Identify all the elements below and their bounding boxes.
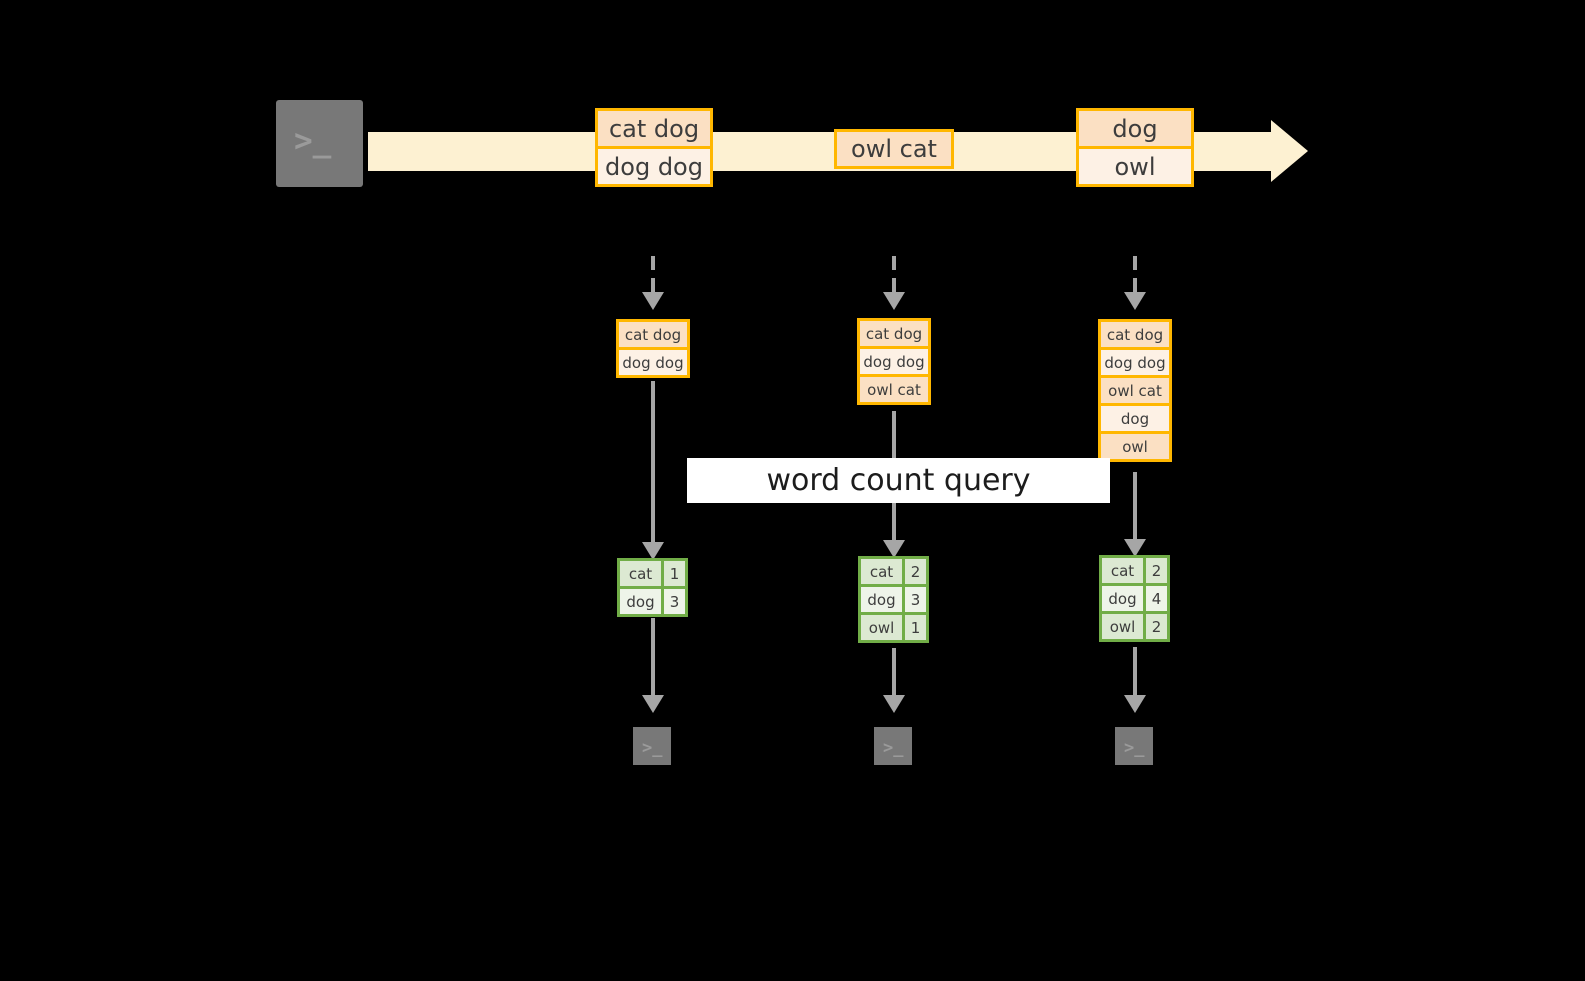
snapshot-event-row: dog dog <box>1098 347 1172 378</box>
terminal-prompt-glyph: >_ <box>1124 738 1145 758</box>
sink-connector-arrowhead <box>883 695 905 713</box>
stream-event-box: cat dog <box>595 108 713 149</box>
terminal-body <box>1115 727 1153 765</box>
sink-connector-line <box>892 648 896 700</box>
source-terminal-icon: >_ <box>267 91 372 196</box>
result-count-cell: 2 <box>1143 611 1170 642</box>
result-row: dog 3 <box>858 584 929 615</box>
query-connector-arrowhead <box>883 540 905 558</box>
result-row: owl 2 <box>1099 611 1170 642</box>
sink-terminal-icon: >_ <box>624 718 680 774</box>
snapshot-trigger-arrowhead <box>883 292 905 310</box>
result-word-cell: cat <box>617 558 664 589</box>
snapshot-event-row: cat dog <box>1098 319 1172 350</box>
snapshot-event-row: owl cat <box>857 374 931 405</box>
sink-connector-arrowhead <box>1124 695 1146 713</box>
result-word-cell: owl <box>858 612 905 643</box>
result-word-cell: cat <box>858 556 905 587</box>
terminal-prompt-glyph: >_ <box>883 738 904 758</box>
result-row: owl 1 <box>858 612 929 643</box>
terminal-prompt-glyph: >_ <box>294 123 332 159</box>
snapshot-trigger-line <box>1133 256 1137 298</box>
snapshot-event-stack: cat dog dog dog <box>616 319 690 378</box>
query-connector-arrowhead <box>1124 539 1146 557</box>
result-count-cell: 3 <box>661 586 688 617</box>
result-count-cell: 4 <box>1143 583 1170 614</box>
snapshot-event-row: owl <box>1098 431 1172 462</box>
snapshot-trigger-line <box>892 256 896 298</box>
result-table: cat 2 dog 4 owl 2 <box>1099 555 1170 642</box>
sink-connector-line <box>651 618 655 700</box>
stream-event-box: dog <box>1076 108 1194 149</box>
result-row: dog 3 <box>617 586 688 617</box>
result-word-cell: dog <box>858 584 905 615</box>
result-row: cat 2 <box>858 556 929 587</box>
result-word-cell: dog <box>1099 583 1146 614</box>
stream-event-box: owl cat <box>834 129 954 169</box>
result-row: cat 2 <box>1099 555 1170 586</box>
result-row: dog 4 <box>1099 583 1170 614</box>
event-stream-arrow-head <box>1271 120 1308 182</box>
snapshot-trigger-arrowhead <box>1124 292 1146 310</box>
snapshot-event-row: owl cat <box>1098 375 1172 406</box>
snapshot-trigger-line <box>651 256 655 298</box>
result-word-cell: dog <box>617 586 664 617</box>
snapshot-event-row: cat dog <box>857 318 931 349</box>
sink-connector-arrowhead <box>642 695 664 713</box>
snapshot-event-row: dog <box>1098 403 1172 434</box>
stream-event-box: dog dog <box>595 146 713 187</box>
snapshot-event-row: dog dog <box>857 346 931 377</box>
result-word-cell: owl <box>1099 611 1146 642</box>
result-table: cat 2 dog 3 owl 1 <box>858 556 929 643</box>
terminal-body <box>633 727 671 765</box>
terminal-body <box>276 100 363 187</box>
snapshot-event-row: dog dog <box>616 347 690 378</box>
snapshot-event-stack: cat dog dog dog owl cat <box>857 318 931 405</box>
result-count-cell: 1 <box>661 558 688 589</box>
query-connector-line <box>651 381 655 549</box>
result-table: cat 1 dog 3 <box>617 558 688 617</box>
result-count-cell: 3 <box>902 584 929 615</box>
query-label-banner: word count query <box>687 458 1110 503</box>
sink-connector-line <box>1133 647 1137 700</box>
result-count-cell: 2 <box>902 556 929 587</box>
result-count-cell: 2 <box>1143 555 1170 586</box>
snapshot-trigger-arrowhead <box>642 292 664 310</box>
terminal-body <box>874 727 912 765</box>
result-count-cell: 1 <box>902 612 929 643</box>
snapshot-event-stack: cat dog dog dog owl cat dog owl <box>1098 319 1172 462</box>
sink-terminal-icon: >_ <box>865 718 921 774</box>
snapshot-event-row: cat dog <box>616 319 690 350</box>
query-connector-arrowhead <box>642 542 664 560</box>
sink-terminal-icon: >_ <box>1106 718 1162 774</box>
terminal-prompt-glyph: >_ <box>642 738 663 758</box>
query-connector-line <box>1133 472 1137 547</box>
result-row: cat 1 <box>617 558 688 589</box>
stream-event-box: owl <box>1076 146 1194 187</box>
result-word-cell: cat <box>1099 555 1146 586</box>
